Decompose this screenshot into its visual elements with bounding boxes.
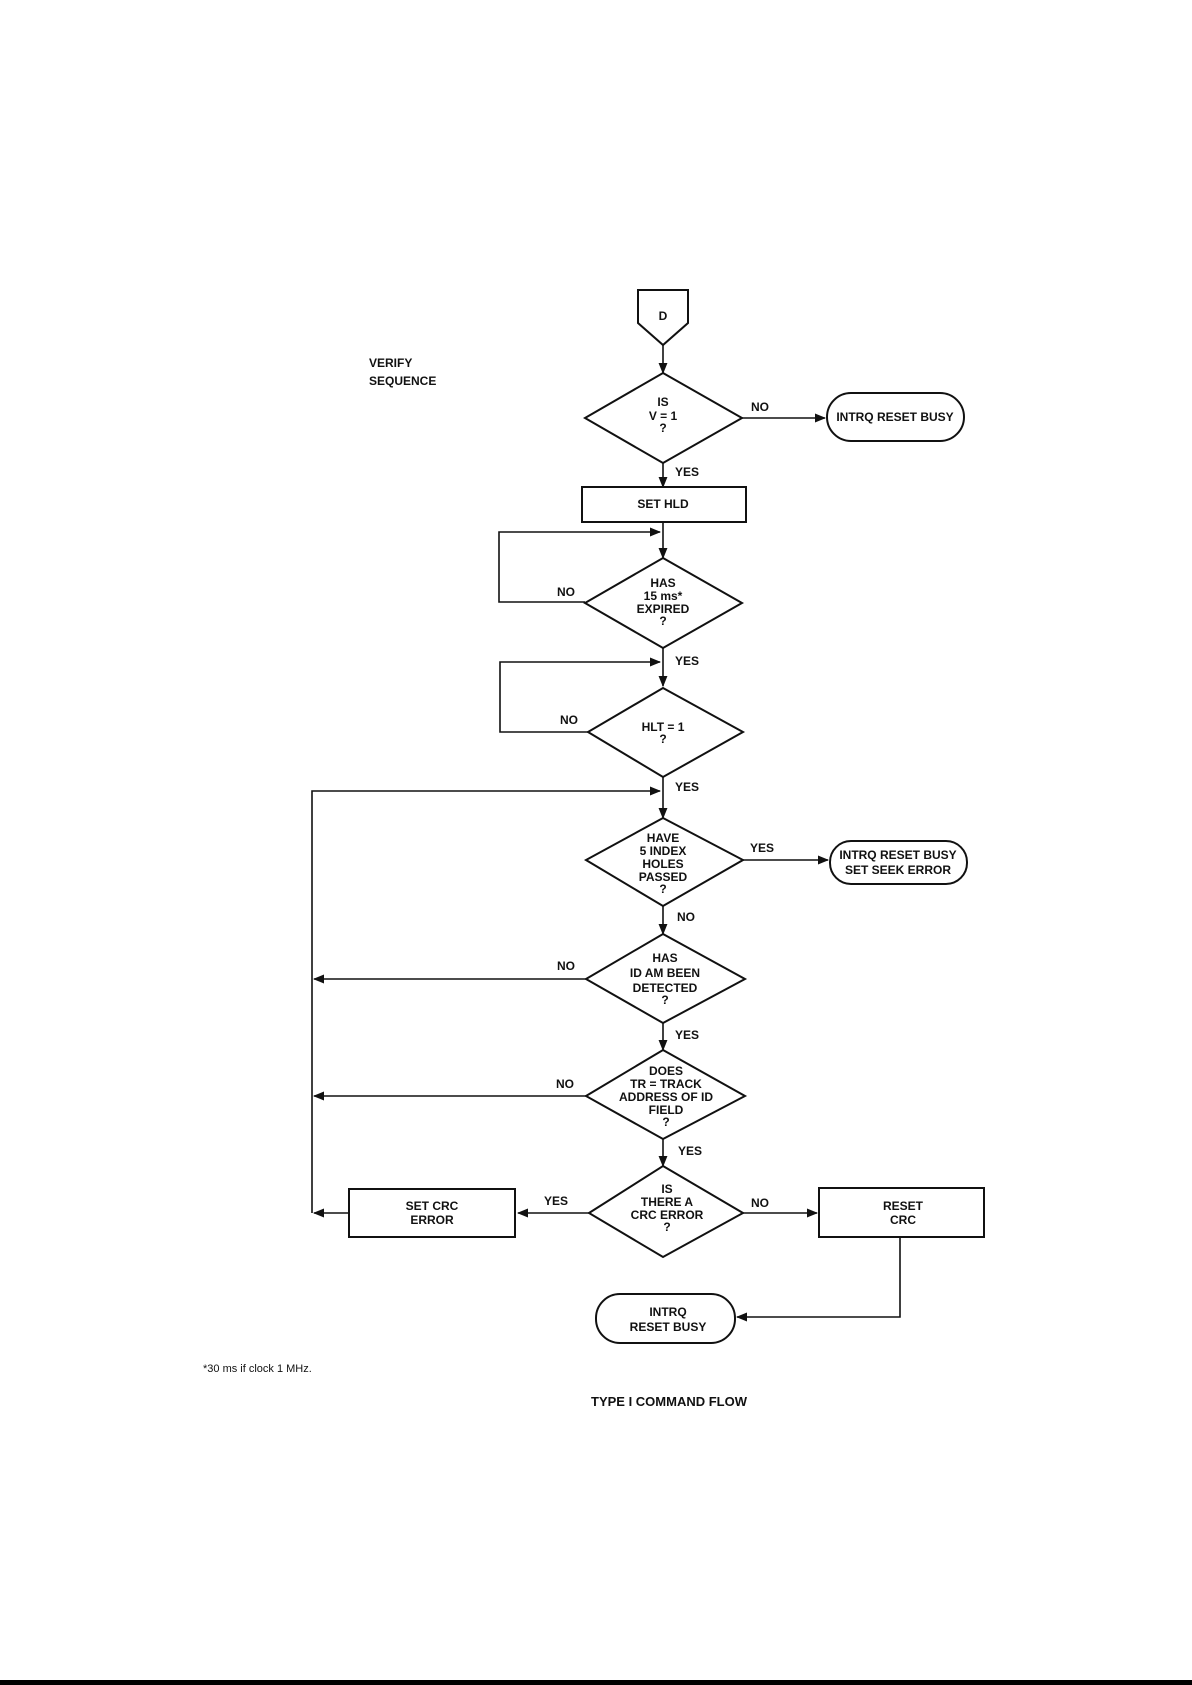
decision-tr-track — [584, 1048, 748, 1141]
15ms-line-1: HAS — [650, 576, 675, 590]
v1-line-2: V = 1 — [649, 409, 678, 423]
final-line-2: RESET BUSY — [630, 1320, 707, 1334]
idam-line-2: ID AM BEEN — [630, 966, 700, 980]
crc-line-3: CRC ERROR — [631, 1208, 704, 1222]
footnote: *30 ms if clock 1 MHz. — [203, 1363, 312, 1375]
process-reset-crc — [818, 1187, 985, 1238]
crc-line-2: THERE A — [641, 1195, 694, 1209]
terminal-seek-error — [829, 840, 968, 885]
edge-15ms-no-loop — [498, 527, 662, 603]
figure-caption: TYPE I COMMAND FLOW — [591, 1394, 748, 1409]
index-line-4: PASSED — [639, 870, 688, 884]
connector-d-label: D — [659, 309, 668, 323]
crc-line-1: IS — [661, 1182, 672, 1196]
end-v0-label: INTRQ RESET BUSY — [836, 410, 953, 424]
connector-d-shape — [637, 289, 689, 347]
track-line-3: ADDRESS OF ID — [619, 1090, 713, 1104]
v1-line-1: IS — [657, 395, 668, 409]
edge-label-hlt-yes: YES — [675, 780, 699, 794]
track-line-4: FIELD — [649, 1103, 684, 1117]
edge-label-v1-no: NO — [751, 400, 769, 414]
edge-resetcrc-to-end — [735, 1237, 901, 1322]
decision-5-index-holes — [583, 816, 746, 908]
terminal-intrq-reset-busy — [826, 392, 965, 442]
crc-line-4: ? — [663, 1220, 670, 1234]
edge-label-idam-no: NO — [557, 959, 575, 973]
track-line-2: TR = TRACK — [630, 1077, 702, 1091]
seek-error-line-1: INTRQ RESET BUSY — [839, 848, 956, 862]
edge-label-15ms-no: NO — [557, 585, 575, 599]
decision-id-am — [584, 932, 748, 1025]
idam-line-3: DETECTED — [633, 981, 698, 995]
flow-lines — [311, 345, 901, 1322]
edge-hlt-no-loop — [499, 657, 662, 733]
index-line-2: 5 INDEX — [640, 844, 687, 858]
track-line-1: DOES — [649, 1064, 683, 1078]
15ms-line-4: ? — [659, 614, 666, 628]
index-line-3: HOLES — [642, 857, 683, 871]
flow-text: VERIFY SEQUENCE D IS V = 1 ? INTRQ RESET… — [203, 309, 957, 1409]
set-crc-line-1: SET CRC — [406, 1199, 459, 1213]
hlt-line-2: ? — [659, 732, 666, 746]
edge-label-track-yes: YES — [678, 1144, 702, 1158]
process-set-crc-error — [348, 1188, 516, 1238]
v1-line-3: ? — [659, 421, 666, 435]
edge-label-idam-yes: YES — [675, 1028, 699, 1042]
final-line-1: INTRQ — [649, 1305, 686, 1319]
index-line-5: ? — [659, 882, 666, 896]
decision-is-v1 — [582, 371, 745, 465]
edge-label-index-no: NO — [677, 910, 695, 924]
flow-shapes — [348, 289, 985, 1344]
edge-label-crc-yes: YES — [544, 1194, 568, 1208]
edge-label-index-yes: YES — [750, 841, 774, 855]
edge-label-v1-yes: YES — [675, 465, 699, 479]
index-line-1: HAVE — [647, 831, 679, 845]
verify-sequence-label-2: SEQUENCE — [369, 374, 436, 388]
idam-line-1: HAS — [652, 951, 677, 965]
edge-label-crc-no: NO — [751, 1196, 769, 1210]
page-bottom-rule — [0, 1680, 1192, 1685]
decision-has-15ms — [582, 556, 745, 650]
edge-return-bus — [311, 786, 662, 1213]
verify-sequence-label-1: VERIFY — [369, 356, 412, 370]
set-hld-label: SET HLD — [637, 497, 689, 511]
15ms-line-3: EXPIRED — [637, 602, 690, 616]
track-line-5: ? — [662, 1115, 669, 1129]
reset-crc-line-2: CRC — [890, 1213, 916, 1227]
hlt-line-1: HLT = 1 — [642, 720, 685, 734]
edge-label-hlt-no: NO — [560, 713, 578, 727]
idam-line-4: ? — [661, 993, 668, 1007]
reset-crc-line-1: RESET — [883, 1199, 924, 1213]
edge-label-15ms-yes: YES — [675, 654, 699, 668]
15ms-line-2: 15 ms* — [644, 589, 683, 603]
seek-error-line-2: SET SEEK ERROR — [845, 863, 951, 877]
decision-crc-error — [587, 1164, 746, 1259]
set-crc-line-2: ERROR — [410, 1213, 454, 1227]
process-set-hld — [581, 486, 747, 523]
edge-label-track-no: NO — [556, 1077, 574, 1091]
decision-hlt-1 — [586, 686, 746, 779]
terminal-final-intrq — [595, 1293, 736, 1344]
